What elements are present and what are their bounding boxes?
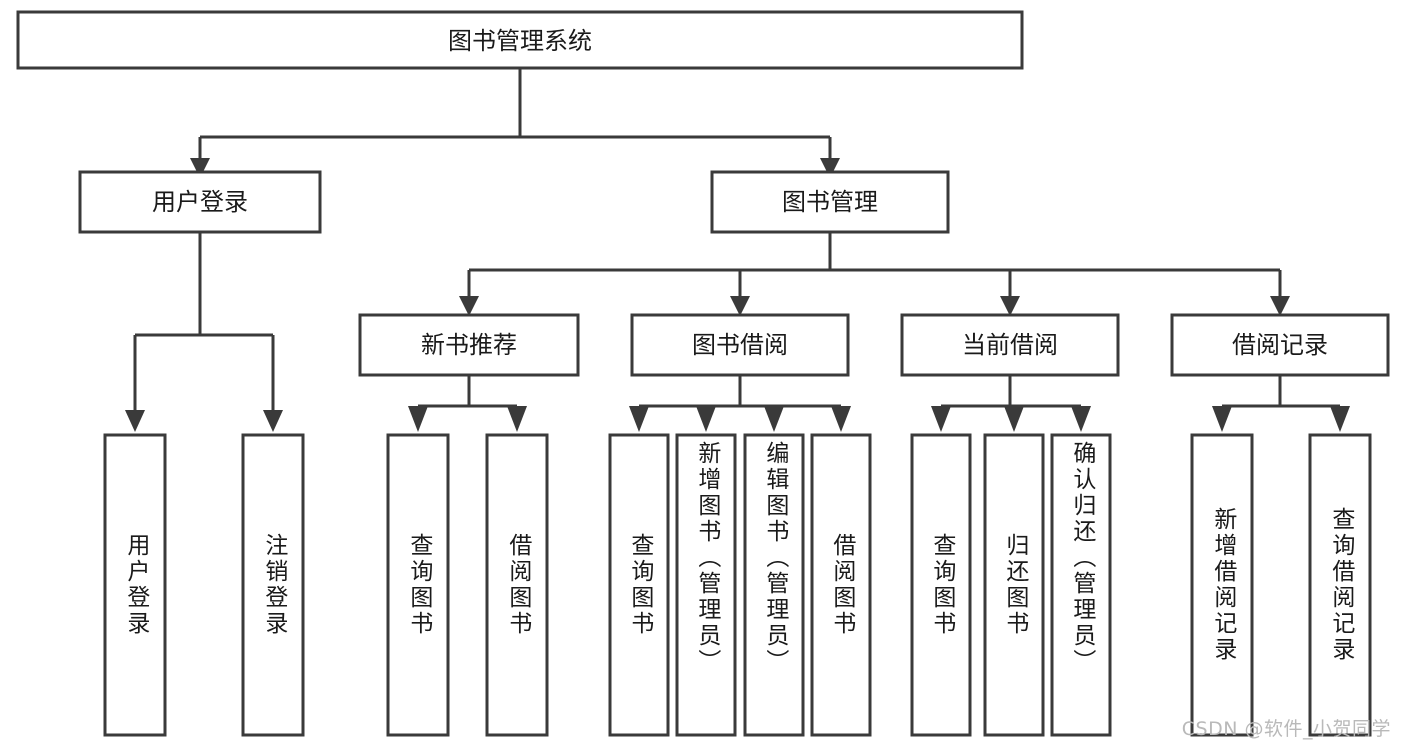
node-label-borrow-record: 借阅记录	[1232, 331, 1328, 359]
node-box-leaf-borrow-book-rec[interactable]	[485, 433, 549, 737]
node-box-book-borrow[interactable]	[630, 313, 850, 377]
node-box-borrow-record[interactable]	[1170, 313, 1390, 377]
arrow-to-user-login	[190, 158, 210, 178]
node-label-current-borrow: 当前借阅	[962, 331, 1058, 359]
connector-new-book-rec-to-leaves	[416, 375, 519, 414]
node-box-leaf-return-book[interactable]	[983, 433, 1045, 737]
arrow-to-leaf-query-book-cur	[931, 406, 951, 432]
connector-user-login-to-leaves	[133, 232, 275, 414]
connector-book-borrow-to-leaves	[637, 375, 843, 414]
arrow-to-leaf-confirm-return	[1071, 406, 1091, 432]
arrow-to-leaf-logout-login	[263, 410, 283, 432]
arrow-to-leaf-borrow-book	[831, 406, 851, 432]
nodes-layer: 图书管理系统 用户登录 图书管理 新书推荐 图书借阅 当前借阅 借阅记录	[16, 10, 1390, 737]
arrow-to-leaf-edit-book	[764, 406, 784, 432]
arrow-to-book-manage	[820, 158, 840, 178]
node-box-leaf-query-book-rec[interactable]	[386, 433, 450, 737]
arrow-to-leaf-return-book	[1004, 406, 1024, 432]
arrow-to-new-book-rec	[459, 296, 479, 316]
node-box-user-login[interactable]	[78, 170, 322, 234]
arrow-to-borrow-record	[1270, 296, 1290, 316]
arrow-to-leaf-query-book-borrow	[629, 406, 649, 432]
arrow-to-leaf-user-login	[125, 410, 145, 432]
node-box-leaf-add-record[interactable]	[1190, 433, 1254, 737]
connectors-layer	[125, 68, 1350, 432]
arrow-to-leaf-borrow-book-rec	[507, 406, 527, 432]
connector-root-to-level2	[198, 68, 832, 160]
node-label-user-login: 用户登录	[152, 188, 248, 216]
arrow-to-book-borrow	[730, 296, 750, 316]
node-box-leaf-edit-book[interactable]	[743, 433, 805, 737]
node-label-root: 图书管理系统	[448, 27, 592, 55]
node-label-book-borrow: 图书借阅	[692, 331, 788, 359]
node-box-root[interactable]	[16, 10, 1024, 70]
node-box-leaf-query-record[interactable]	[1308, 433, 1372, 737]
node-box-leaf-logout-login[interactable]	[241, 433, 305, 737]
arrow-to-leaf-query-book-rec	[408, 406, 428, 432]
connector-book-manage-to-level3	[467, 232, 1282, 300]
node-box-leaf-query-book-cur[interactable]	[910, 433, 972, 737]
arrow-to-leaf-query-record	[1330, 406, 1350, 432]
connector-borrow-record-to-leaves	[1220, 375, 1342, 414]
arrow-to-leaf-add-record	[1212, 406, 1232, 432]
watermark-text: CSDN @软件_小贺同学	[1181, 718, 1391, 740]
node-box-current-borrow[interactable]	[900, 313, 1120, 377]
node-box-leaf-user-login[interactable]	[103, 433, 167, 737]
node-box-new-book-rec[interactable]	[358, 313, 580, 377]
node-box-leaf-add-book[interactable]	[675, 433, 737, 737]
node-box-leaf-borrow-book[interactable]	[810, 433, 872, 737]
node-box-book-manage[interactable]	[710, 170, 950, 234]
arrow-to-current-borrow	[1000, 296, 1020, 316]
arrow-to-leaf-add-book	[696, 406, 716, 432]
node-label-book-manage: 图书管理	[782, 188, 878, 216]
node-box-leaf-query-book-borrow[interactable]	[608, 433, 670, 737]
node-box-leaf-confirm-return[interactable]	[1050, 433, 1112, 737]
node-label-new-book-rec: 新书推荐	[421, 331, 517, 359]
